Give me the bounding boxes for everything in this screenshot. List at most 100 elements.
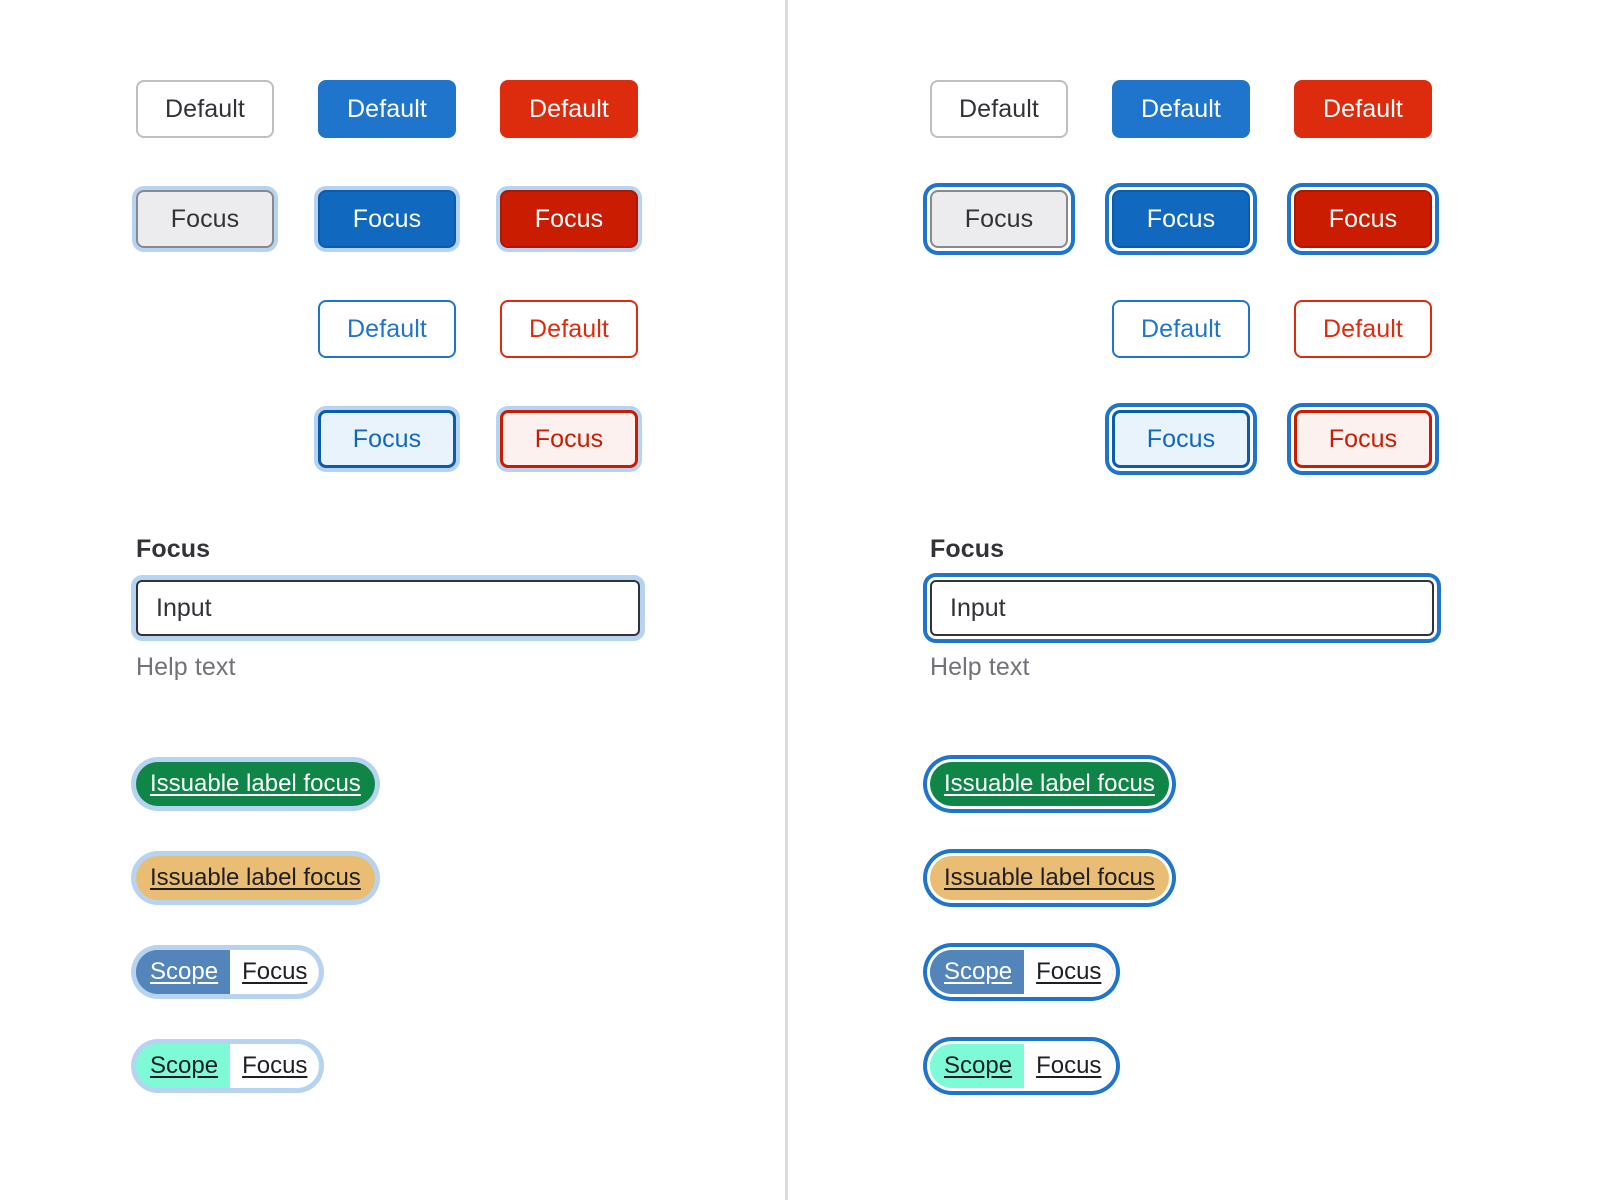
button-default-confirm[interactable]: Default: [1112, 80, 1250, 138]
button-row-outline-default: Default Default: [136, 300, 682, 410]
button-row-default: Default Default Default: [136, 80, 682, 190]
pill-value-segment: Focus: [230, 950, 320, 994]
pill-text: Issuable label focus: [944, 770, 1155, 797]
grid-cell: Focus: [500, 410, 682, 468]
button-default-neutral[interactable]: Default: [930, 80, 1068, 138]
button-row-outline-focus: Focus Focus: [930, 410, 1476, 520]
button-focus-danger[interactable]: Focus: [500, 190, 638, 248]
button-focus-neutral[interactable]: Focus: [930, 190, 1068, 248]
grid-cell: Default: [136, 80, 318, 138]
button-focus-danger[interactable]: Focus: [1294, 190, 1432, 248]
pill-text: Issuable label focus: [150, 770, 361, 797]
text-input[interactable]: Input: [930, 580, 1434, 636]
button-default-confirm-outline[interactable]: Default: [1112, 300, 1250, 358]
scoped-label-aqua[interactable]: Scope Focus: [930, 1044, 1114, 1088]
pill-text: Issuable label focus: [150, 864, 361, 891]
pill-scope-segment: Scope: [930, 1044, 1025, 1088]
panel-right: Default Default Default Focus Focus: [788, 0, 1573, 1200]
pill-value-text: Focus: [242, 1052, 308, 1079]
button-default-danger-outline[interactable]: Default: [500, 300, 638, 358]
button-focus-neutral[interactable]: Focus: [136, 190, 274, 248]
pill-row: Issuable label focus: [930, 856, 1169, 950]
grid-cell: Default: [930, 80, 1112, 138]
label-pills-group: Issuable label focus Issuable label focu…: [136, 762, 375, 1138]
grid-cell: Focus: [1112, 410, 1294, 468]
issuable-label-green[interactable]: Issuable label focus: [136, 762, 375, 806]
button-focus-confirm[interactable]: Focus: [1112, 190, 1250, 248]
button-focus-danger-outline[interactable]: Focus: [500, 410, 638, 468]
grid-cell: Focus: [500, 190, 682, 248]
button-default-neutral[interactable]: Default: [136, 80, 274, 138]
button-focus-confirm-outline[interactable]: Focus: [1112, 410, 1250, 468]
pill-text: Issuable label focus: [944, 864, 1155, 891]
grid-cell: Default: [318, 80, 500, 138]
grid-cell: Focus: [1294, 190, 1476, 248]
panel-divider: [785, 0, 788, 1200]
label-pills-group: Issuable label focus Issuable label focu…: [930, 762, 1169, 1138]
pill-segment: Issuable label focus: [136, 856, 375, 900]
pill-scope-text: Scope: [150, 958, 219, 985]
grid-cell: Default: [1294, 80, 1476, 138]
pill-row: Issuable label focus: [136, 856, 375, 950]
grid-cell: Focus: [1294, 410, 1476, 468]
form-field-group: Focus Input Help text: [930, 535, 1440, 682]
text-input[interactable]: Input: [136, 580, 640, 636]
pill-row: Issuable label focus: [930, 762, 1169, 856]
button-row-outline-focus: Focus Focus: [136, 410, 682, 520]
button-default-danger-outline[interactable]: Default: [1294, 300, 1432, 358]
pill-row: Scope Focus: [136, 1044, 375, 1138]
button-row-default: Default Default Default: [930, 80, 1476, 190]
button-grid-left: Default Default Default Focus Focus: [136, 80, 682, 520]
button-default-danger[interactable]: Default: [1294, 80, 1432, 138]
pill-segment: Issuable label focus: [930, 856, 1169, 900]
issuable-label-orange[interactable]: Issuable label focus: [930, 856, 1169, 900]
button-default-confirm-outline[interactable]: Default: [318, 300, 456, 358]
grid-cell: Default: [500, 300, 682, 358]
grid-cell: Default: [1112, 300, 1294, 358]
scoped-label-steel[interactable]: Scope Focus: [136, 950, 320, 994]
button-default-danger[interactable]: Default: [500, 80, 638, 138]
pill-value-segment: Focus: [230, 1044, 320, 1088]
pill-row: Scope Focus: [136, 950, 375, 1044]
pill-scope-segment: Scope: [136, 1044, 231, 1088]
grid-cell: Focus: [318, 190, 500, 248]
grid-cell: Default: [500, 80, 682, 138]
button-default-confirm[interactable]: Default: [318, 80, 456, 138]
button-focus-confirm-outline[interactable]: Focus: [318, 410, 456, 468]
field-label: Focus: [930, 535, 1005, 563]
grid-cell: Default: [318, 300, 500, 358]
button-grid-right: Default Default Default Focus Focus: [930, 80, 1476, 520]
button-row-focus: Focus Focus Focus: [930, 190, 1476, 300]
pill-row: Issuable label focus: [136, 762, 375, 856]
pill-segment: Issuable label focus: [136, 762, 375, 806]
field-help-text: Help text: [930, 653, 1030, 681]
grid-cell: Default: [1112, 80, 1294, 138]
pill-value-segment: Focus: [1024, 950, 1114, 994]
scoped-label-steel[interactable]: Scope Focus: [930, 950, 1114, 994]
button-row-focus: Focus Focus Focus: [136, 190, 682, 300]
pill-scope-segment: Scope: [930, 950, 1025, 994]
grid-cell: Focus: [1112, 190, 1294, 248]
pill-value-text: Focus: [1036, 1052, 1102, 1079]
button-focus-danger-outline[interactable]: Focus: [1294, 410, 1432, 468]
button-row-outline-default: Default Default: [930, 300, 1476, 410]
pill-row: Scope Focus: [930, 1044, 1169, 1138]
pill-value-segment: Focus: [1024, 1044, 1114, 1088]
pill-value-text: Focus: [1036, 958, 1102, 985]
panel-left: Default Default Default Focus Focus: [0, 0, 785, 1200]
grid-cell: Default: [1294, 300, 1476, 358]
form-field-group: Focus Input Help text: [136, 535, 646, 682]
button-focus-confirm[interactable]: Focus: [318, 190, 456, 248]
grid-cell: Focus: [136, 190, 318, 248]
pill-scope-text: Scope: [150, 1052, 219, 1079]
field-help-text: Help text: [136, 653, 236, 681]
issuable-label-orange[interactable]: Issuable label focus: [136, 856, 375, 900]
grid-cell: Focus: [930, 190, 1112, 248]
pill-value-text: Focus: [242, 958, 308, 985]
pill-scope-segment: Scope: [136, 950, 231, 994]
pill-row: Scope Focus: [930, 950, 1169, 1044]
scoped-label-aqua[interactable]: Scope Focus: [136, 1044, 320, 1088]
grid-cell: Focus: [318, 410, 500, 468]
issuable-label-green[interactable]: Issuable label focus: [930, 762, 1169, 806]
